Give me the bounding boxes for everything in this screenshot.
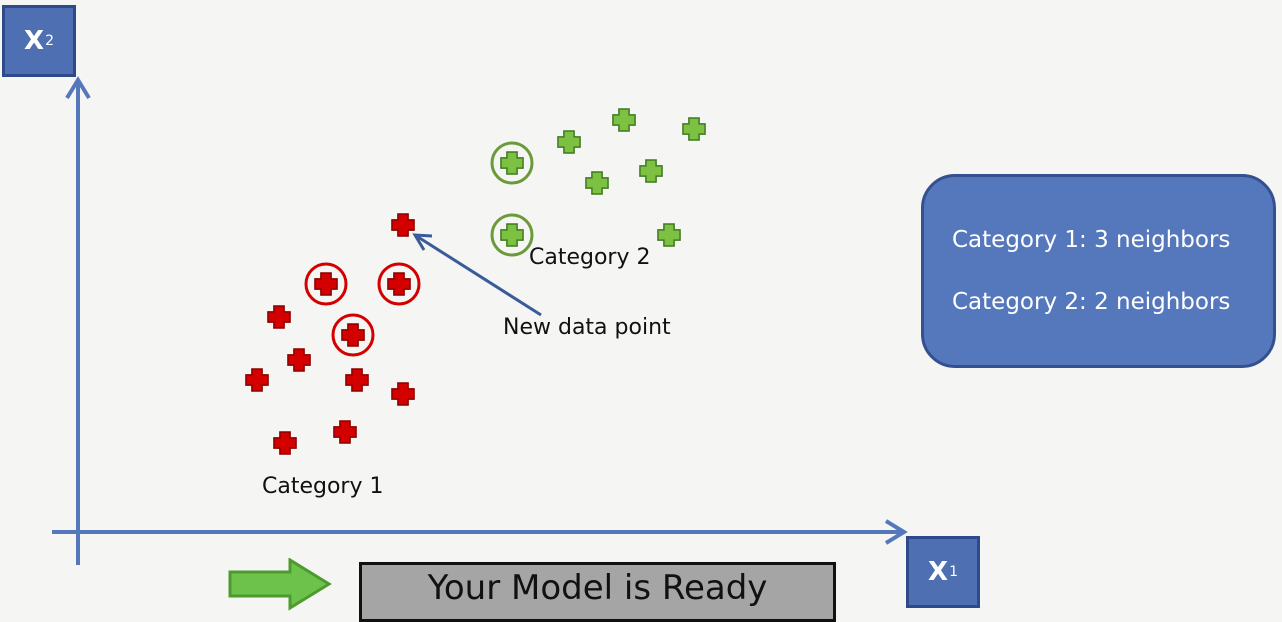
category2-point [639,159,663,183]
model-ready-banner: Your Model is Ready [359,562,836,622]
new-point-arrow [412,233,542,317]
category2-point [612,108,636,132]
x1-axis-subscript: 1 [949,564,958,580]
category2-point [585,171,609,195]
category2-point [557,130,581,154]
category1-point [245,368,269,392]
category1-point [391,382,415,406]
x-axis [52,519,908,545]
category1-point [345,368,369,392]
category1-label: Category 1 [262,474,384,499]
x2-axis-subscript: 2 [45,33,54,49]
category1-point [287,348,311,372]
category1-point [273,431,297,455]
category2-label: Category 2 [529,245,651,270]
category1-neighbor-count: Category 1: 3 neighbors [952,227,1231,253]
neighbor-count-box: Category 1: 3 neighbors Category 2: 2 ne… [921,174,1276,368]
neighbor-ring-category1 [304,262,348,306]
category2-point [682,117,706,141]
y-axis [65,76,91,565]
category2-point [657,223,681,247]
category1-point [333,420,357,444]
category1-point [267,305,291,329]
x2-axis-letter: X [24,26,45,56]
category1-point [341,323,365,347]
category1-point [387,272,411,296]
category2-neighbor-count: Category 2: 2 neighbors [952,289,1231,315]
category1-point [314,272,338,296]
neighbor-ring-category2 [490,141,534,185]
category1-point [391,213,415,237]
neighbor-ring-category1 [377,262,421,306]
new-data-point-label: New data point [503,315,671,340]
x1-axis-letter: X [928,557,949,587]
category2-point [500,151,524,175]
category2-point [500,223,524,247]
neighbor-ring-category2 [490,213,534,257]
right-arrow-icon [228,558,332,611]
neighbor-ring-category1 [331,313,375,357]
